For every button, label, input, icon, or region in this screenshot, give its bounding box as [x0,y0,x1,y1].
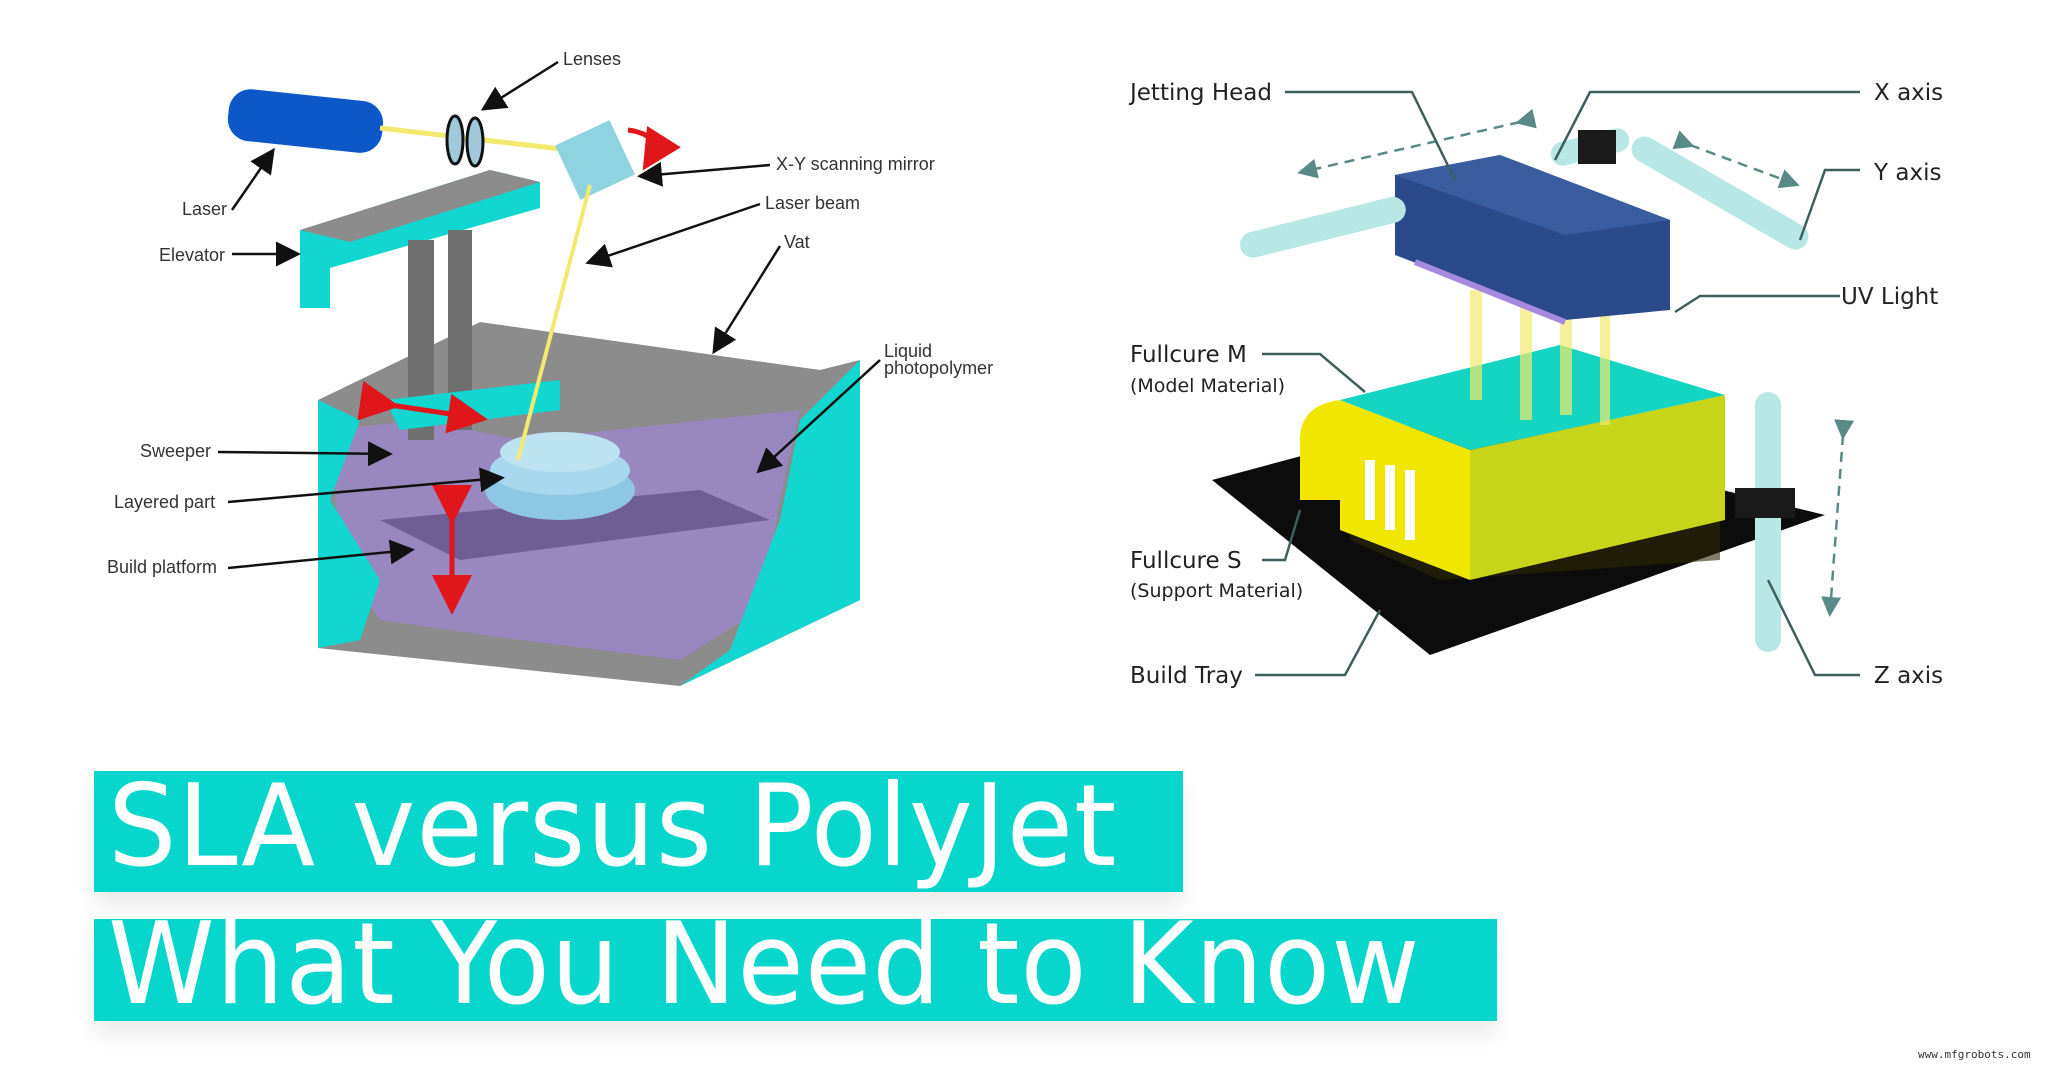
lens-icon [445,114,465,166]
build-platform [380,490,770,560]
label-jetting-head: Jetting Head [1128,80,1272,106]
laser-beam [516,184,592,461]
label-model-material: (Model Material) [1130,375,1285,397]
polyjet-diagram: Jetting Head X axis Y axis UV Light Full… [1128,80,1943,689]
label-layered-part: Layered part [114,492,215,512]
label-scanning-mirror: X-Y scanning mirror [776,154,935,174]
laser [227,89,384,153]
label-lenses: Lenses [563,49,621,69]
title-line-2: What You Need to Know [94,908,1497,1021]
label-laser: Laser [182,199,227,219]
title-line-1: SLA versus PolyJet [94,760,1183,893]
elevator [300,170,540,308]
title-text-2: What You Need to Know [108,898,1421,1031]
label-y-axis: Y axis [1873,160,1941,186]
title-text-1: SLA versus PolyJet [108,760,1118,893]
sla-diagram: Lenses Laser Elevator X-Y scanning mirro… [107,49,993,686]
watermark: www.mfgrobots.com [1918,1048,2031,1061]
x-axis-rod [1240,196,1406,258]
label-elevator: Elevator [159,245,225,265]
scanning-mirror [555,120,635,200]
label-build-platform: Build platform [107,557,217,577]
label-sweeper: Sweeper [140,441,211,461]
label-build-tray: Build Tray [1130,663,1243,689]
label-liquid: Liquid [884,341,932,361]
model-part-top [1340,345,1725,450]
label-support-material: (Support Material) [1130,580,1303,602]
uv-light [1413,259,1567,325]
label-photopolymer: photopolymer [884,358,993,378]
label-vat: Vat [784,232,810,252]
z-axis-rod [1755,392,1781,652]
label-fullcure-s: Fullcure S [1130,548,1242,574]
label-z-axis: Z axis [1874,663,1943,689]
label-laser-beam: Laser beam [765,193,860,213]
label-uv-light: UV Light [1841,284,1938,310]
label-fullcure-m: Fullcure M [1130,342,1247,368]
label-x-axis: X axis [1874,80,1943,106]
